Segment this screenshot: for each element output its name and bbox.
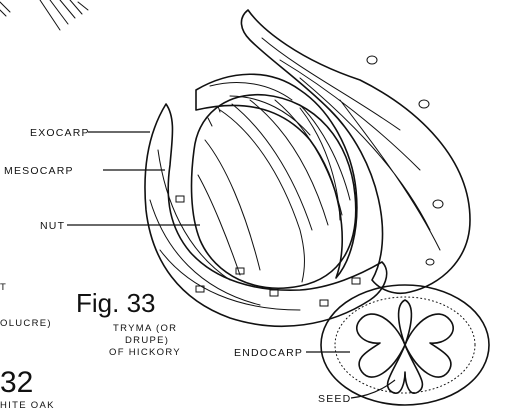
nut: [192, 95, 356, 288]
husk-lower-valve: [145, 104, 387, 326]
fig33-caption-line2: DRUPE): [125, 335, 169, 346]
fig33-caption-line3: OF HICKORY: [109, 347, 181, 358]
fig33-title: Fig. 33: [76, 288, 156, 318]
label-exocarp: EXOCARP: [30, 127, 90, 139]
label-left-olucre: OLUCRE): [0, 318, 52, 329]
label-endocarp: ENDOCARP: [234, 347, 303, 359]
fig32-number: 32: [0, 366, 33, 399]
fig33-caption-line1: TRYMA (OR: [113, 323, 177, 334]
husk-right-valve: [241, 10, 470, 293]
label-mesocarp: MESOCARP: [4, 165, 74, 177]
label-left-t: T: [0, 282, 7, 293]
corner-hatching: [0, 0, 88, 30]
nut-cross-section: [321, 285, 489, 405]
fig32-caption: HITE OAK: [0, 400, 55, 410]
label-nut: NUT: [40, 220, 65, 232]
leader-lines: [67, 132, 395, 398]
label-seed: SEED: [318, 393, 351, 405]
